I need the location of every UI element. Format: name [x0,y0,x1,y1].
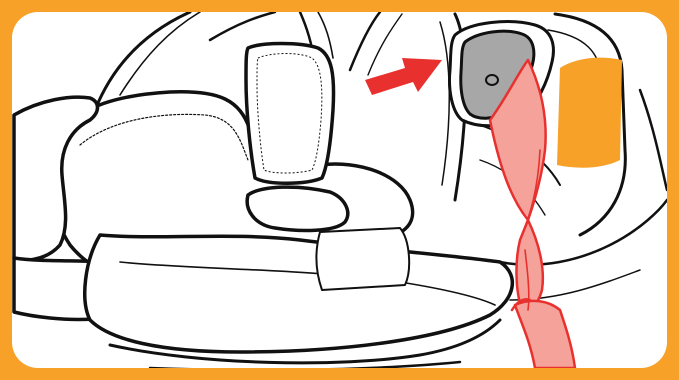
pointer-arrow [365,58,442,95]
strap-twist [516,220,542,310]
buckle-base [247,187,348,230]
strap-lower [515,301,575,368]
platform-recess [316,228,409,290]
side-shell-edge [640,90,667,190]
car-seat-diagram [12,12,667,368]
back-curve-c [350,12,380,70]
side-shell-inner [440,22,449,185]
handle-rivet [486,75,498,85]
shell-curve-mid [210,12,275,40]
crotch-buckle [246,44,348,231]
arrow-shaft [365,58,442,95]
buckle-pad [246,44,334,184]
label-patch [557,58,622,168]
front-platform [85,235,513,352]
illustration-panel [12,12,667,368]
